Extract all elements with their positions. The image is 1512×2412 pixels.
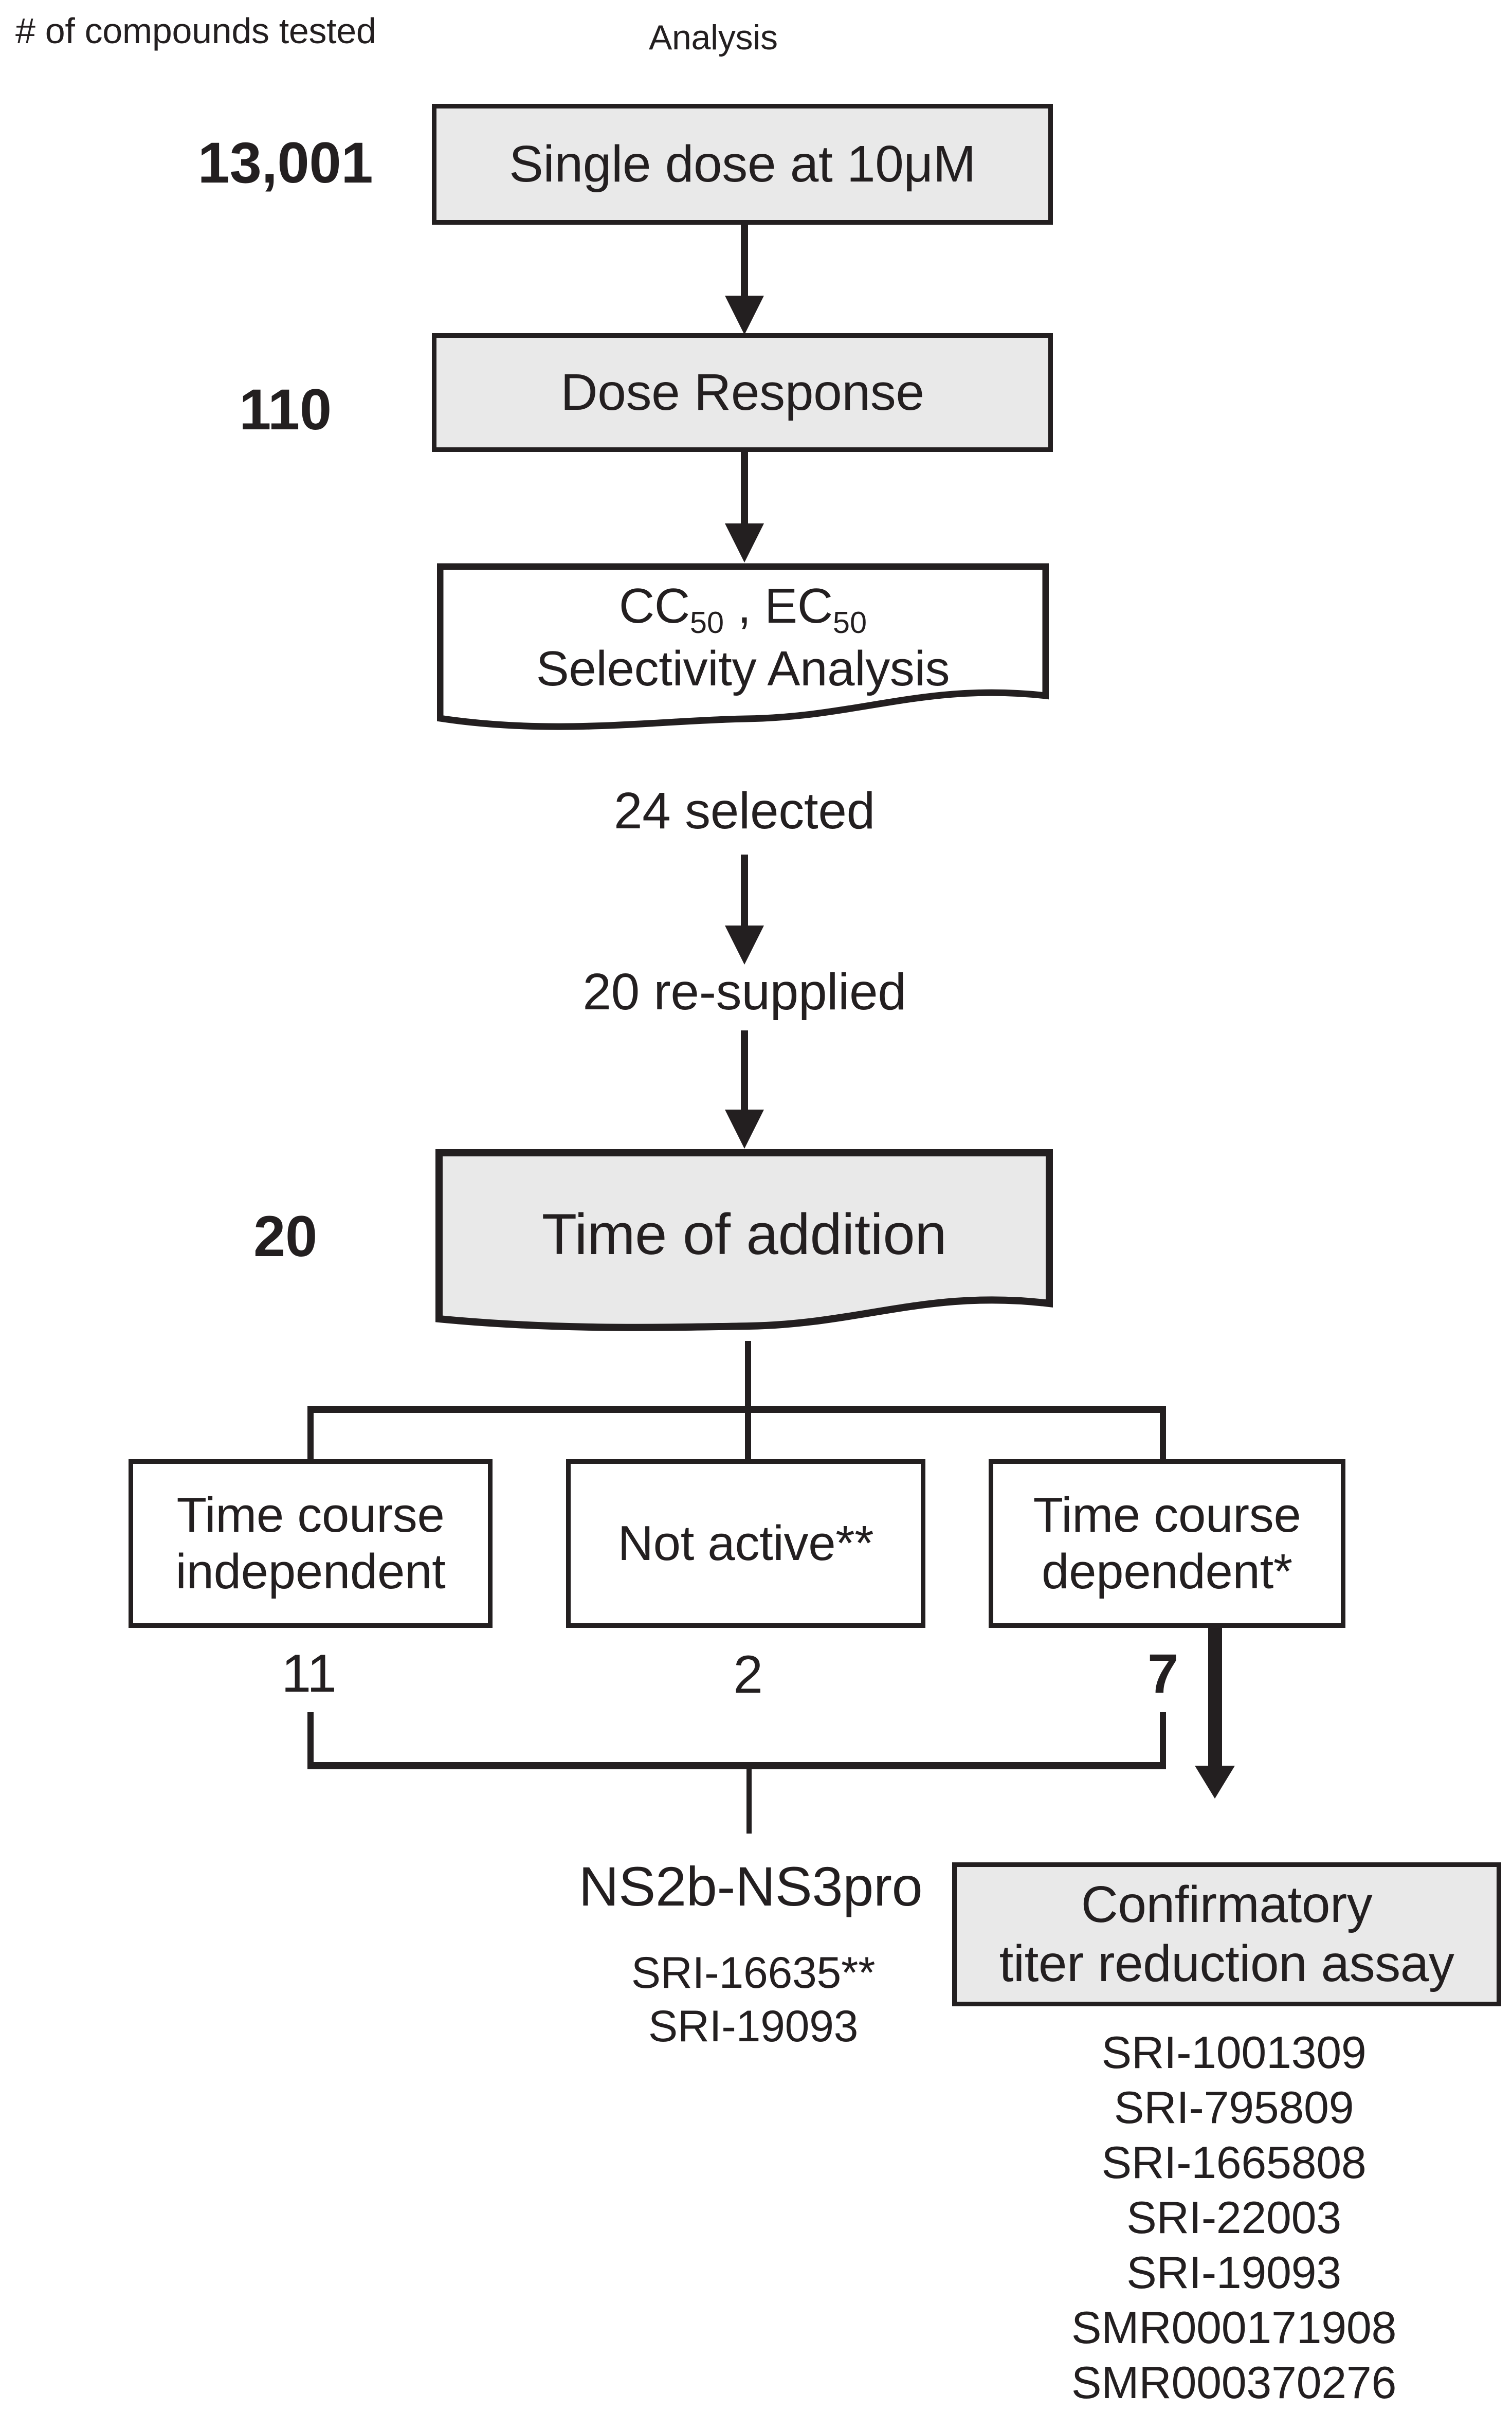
count-2: 2 [733,1645,763,1704]
ns2b-compound-1: SRI-16635** [631,1948,876,1998]
box-confirmatory-line2: titer reduction assay [999,1935,1454,1992]
arrow-down-3-head [725,926,764,965]
box-time-course-dependent: Time course dependent* [989,1459,1345,1628]
list-item: SRI-22003 [1126,2192,1341,2243]
box-dose-response-label: Dose Response [560,364,924,421]
ns2b-result-title: NS2b-NS3pro [578,1855,923,1917]
count-20: 20 [253,1204,317,1268]
bracket-bottom-bar [307,1762,1166,1769]
box-dose-response: Dose Response [432,333,1053,452]
ns2b-compound-2: SRI-19093 [648,2002,859,2051]
box-confirmatory-line1: Confirmatory [1081,1876,1373,1933]
connector-drop-left [307,1413,314,1460]
connector-drop-middle [745,1413,751,1460]
box-not-active: Not active** [566,1459,925,1628]
box-independent-line2: independent [175,1544,446,1599]
arrow-down-3 [741,855,748,927]
count-13001: 13,001 [197,131,373,195]
box-time-course-independent: Time course independent [129,1459,493,1628]
arrow-down-2 [741,452,748,524]
list-item: SRI-1665808 [1101,2137,1367,2188]
count-7: 7 [1147,1642,1178,1704]
bracket-left-vertical [307,1712,314,1762]
box-selectivity-analysis: CC50 , EC50 Selectivity Analysis [436,563,1049,740]
list-item: SRI-795809 [1114,2082,1354,2133]
box-independent-line1: Time course [176,1488,445,1543]
note-20-resupplied: 20 re-supplied [582,963,906,1021]
bracket-right-vertical [1160,1712,1166,1762]
arrow-dependent-to-confirmatory-head [1195,1766,1235,1799]
bracket-center-stub [746,1769,752,1834]
box-time-of-addition: Time of addition [435,1149,1053,1342]
list-item: SRI-19093 [1126,2247,1341,2298]
box-selectivity-line2: Selectivity Analysis [536,641,950,696]
list-item: SRI-1001309 [1101,2027,1367,2078]
confirmatory-compound-list: SRI-1001309 SRI-795809 SRI-1665808 SRI-2… [977,2025,1491,2410]
count-11: 11 [281,1644,337,1703]
list-item: SMR000370276 [1071,2357,1397,2408]
arrow-down-2-head [725,523,764,563]
box-dependent-line1: Time course [1033,1488,1301,1543]
box-confirmatory-assay: Confirmatory titer reduction assay [952,1862,1501,2006]
arrow-dependent-to-confirmatory [1208,1628,1222,1766]
box-dependent-line2: dependent* [1042,1544,1292,1599]
box-selectivity-line1: CC50 , EC50 [618,578,867,640]
connector-branch-bar [307,1406,1166,1413]
list-item: SMR000171908 [1071,2302,1397,2353]
box-single-dose: Single dose at 10μM [432,104,1053,225]
arrow-down-4-head [725,1110,764,1149]
column-title-analysis: Analysis [649,18,778,57]
note-24-selected: 24 selected [614,782,875,840]
box-single-dose-label: Single dose at 10μM [509,135,976,193]
arrow-down-1 [741,225,748,297]
count-110: 110 [239,377,332,442]
arrow-down-1-head [725,296,764,335]
document-shape-icon [435,1149,1053,1331]
document-shape-icon [436,563,1049,730]
box-time-of-addition-label: Time of addition [541,1202,947,1266]
connector-stub-time-of-addition [745,1341,751,1407]
box-not-active-label: Not active** [617,1516,874,1571]
connector-drop-right [1160,1413,1166,1460]
column-title-compounds-tested: # of compounds tested [15,11,376,51]
arrow-down-4 [741,1030,748,1111]
